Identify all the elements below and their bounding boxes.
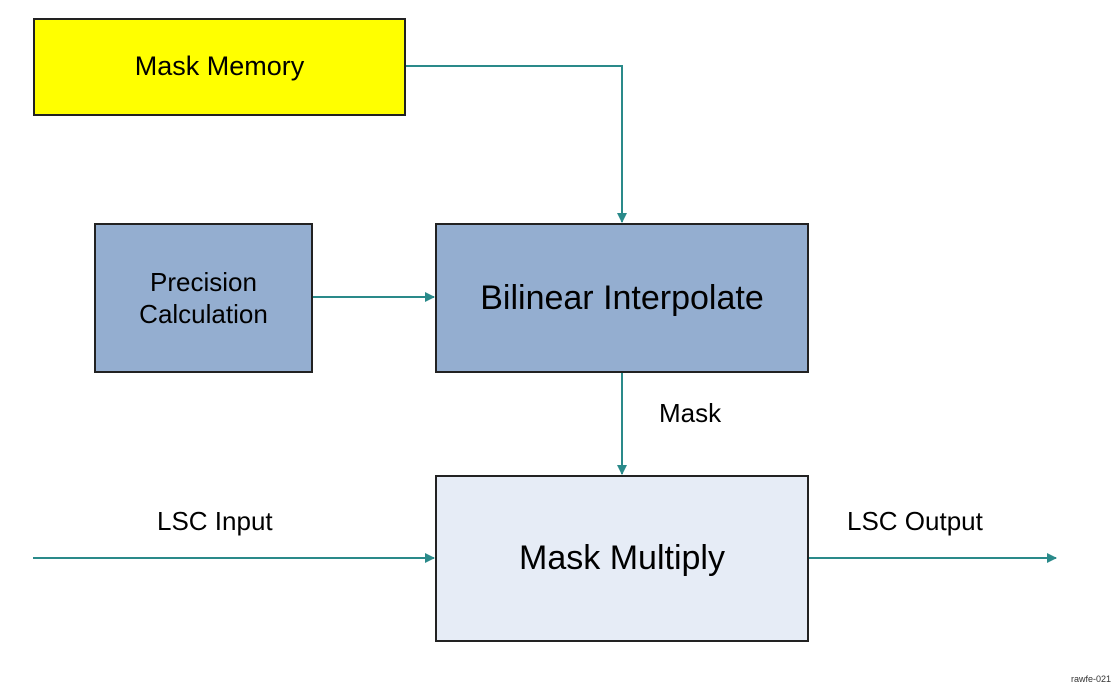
lsc-output-label: LSC Output [847, 506, 983, 536]
precision-calculation-label-line1: Precision [150, 266, 257, 297]
mask-signal-label: Mask [659, 398, 722, 428]
lsc-input-label: LSC Input [157, 506, 273, 536]
bilinear-interpolate-label: Bilinear Interpolate [480, 278, 764, 317]
precision-calculation-block: Precision Calculation [94, 223, 313, 373]
mask-memory-label: Mask Memory [134, 51, 305, 82]
mask-multiply-label: Mask Multiply [519, 539, 725, 578]
precision-calculation-label-line2: Calculation [139, 299, 268, 329]
arrow-mask-memory-to-bilinear [406, 65, 627, 223]
mask-memory-block: Mask Memory [33, 18, 406, 116]
mask-multiply-block: Mask Multiply [435, 475, 809, 642]
bilinear-interpolate-block: Bilinear Interpolate [435, 223, 809, 373]
figure-id: rawfe-021 [1070, 674, 1111, 684]
